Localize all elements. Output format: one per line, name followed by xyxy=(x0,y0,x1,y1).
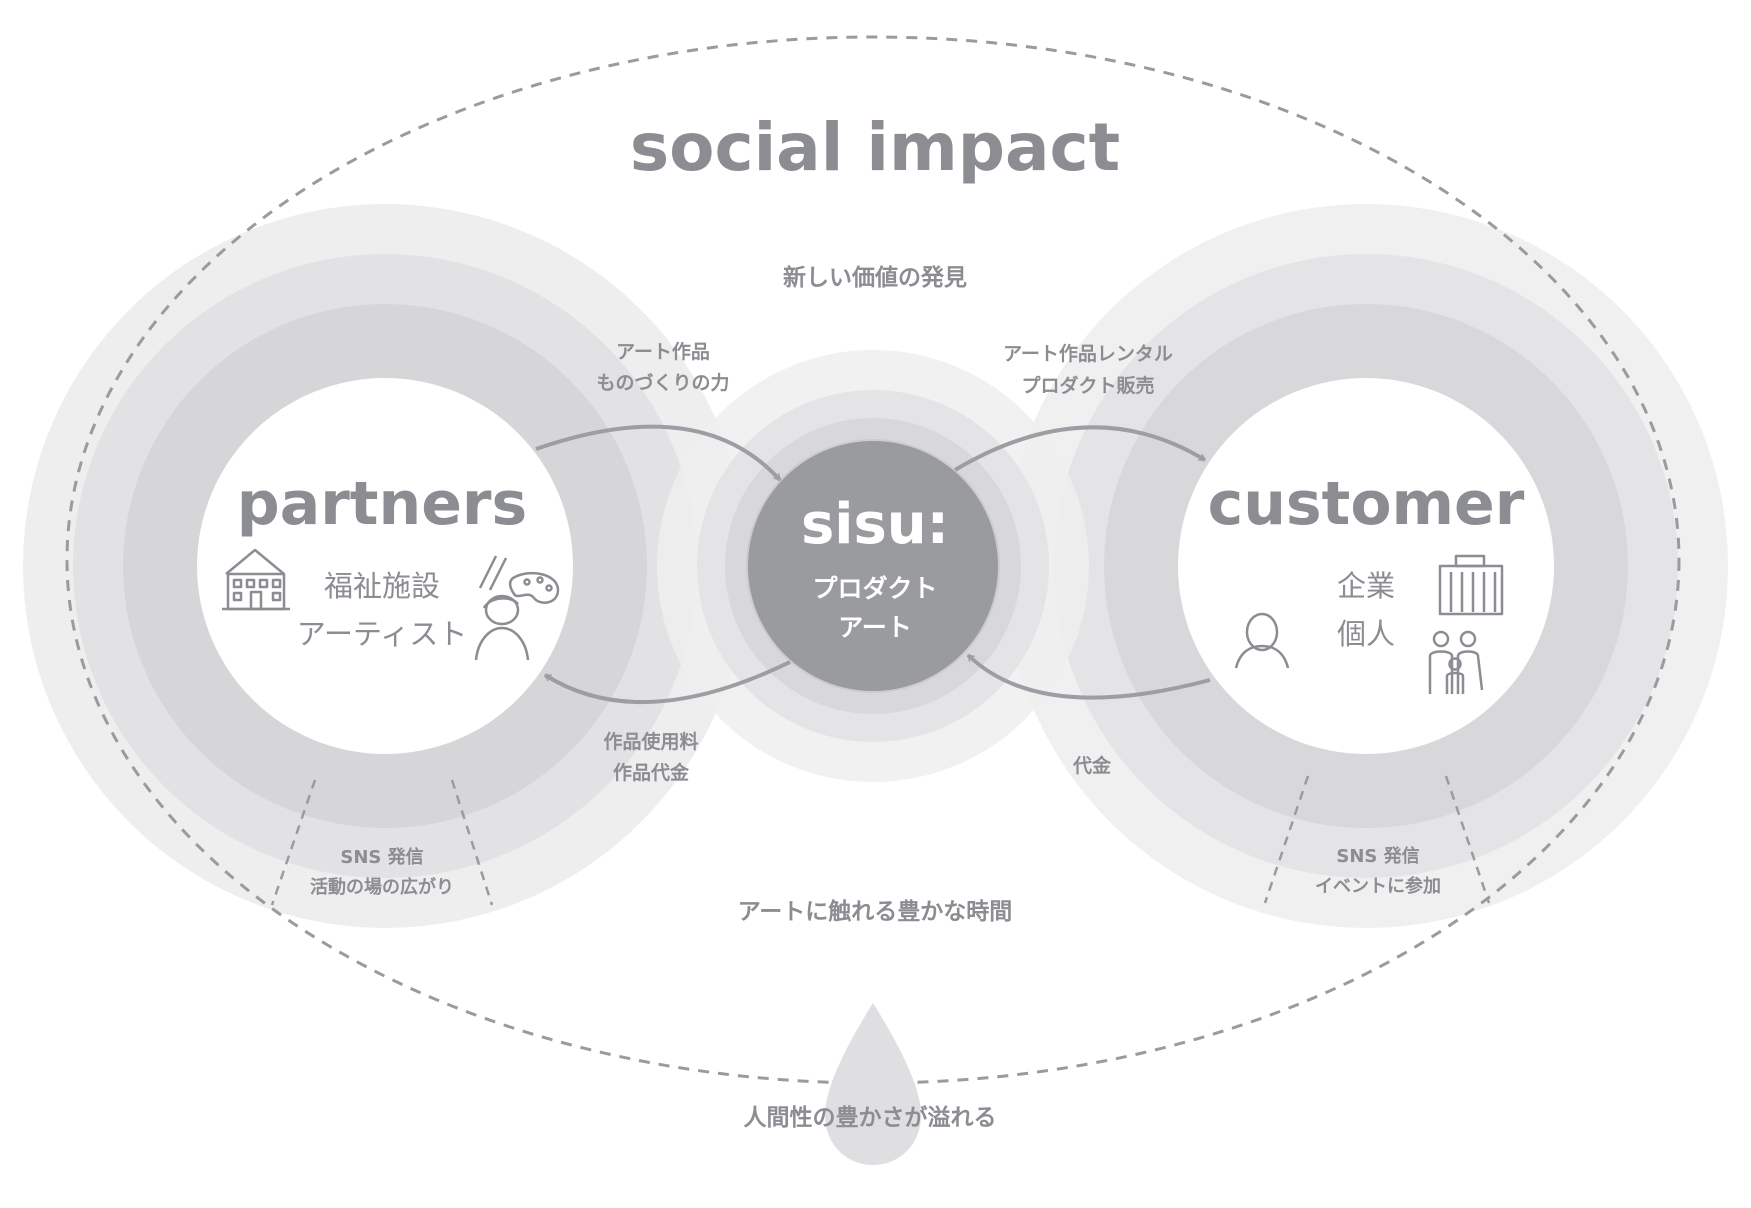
flow-label-line: アート作品レンタル xyxy=(1003,342,1173,365)
partners-line1: 福祉施設 xyxy=(324,569,440,603)
customer-title: customer xyxy=(1208,469,1525,539)
partners-circle xyxy=(197,378,573,754)
social-impact-boundary xyxy=(65,35,1681,1085)
drop-icon xyxy=(825,1003,921,1165)
flow-label-line: 作品使用料 xyxy=(603,730,698,753)
partners-outreach-label: SNS 発信 活動の場の広がり xyxy=(310,846,454,898)
customer-outreach-lines xyxy=(1263,775,1491,904)
flow-label-sisu-to-partners: 作品使用料 作品代金 xyxy=(603,730,698,784)
flow-label-line: ものづくりの力 xyxy=(596,371,729,394)
flow-label-partners-to-sisu: アート作品 ものづくりの力 xyxy=(596,340,729,394)
outreach-label-line: 活動の場の広がり xyxy=(310,876,454,898)
flow-label-customer-to-sisu: 代金 xyxy=(1072,754,1112,777)
arrow-customer-to-sisu xyxy=(966,653,1211,700)
bottom-caption: アートに触れる豊かな時間 xyxy=(738,898,1013,925)
flow-label-line: 代金 xyxy=(1072,754,1112,777)
flow-label-sisu-to-customer: アート作品レンタル プロダクト販売 xyxy=(1003,342,1173,397)
sisu-line2: アート xyxy=(838,613,912,642)
artist-icon xyxy=(474,594,530,661)
outreach-label-line: SNS 発信 xyxy=(340,846,423,868)
building-icon xyxy=(222,548,290,611)
flow-label-line: 作品代金 xyxy=(613,761,690,784)
person-icon xyxy=(1234,612,1290,669)
arrow-partners-to-sisu xyxy=(535,424,782,482)
sisu-line1: プロダクト xyxy=(812,574,937,603)
outreach-label-line: SNS 発信 xyxy=(1336,845,1419,867)
arrow-sisu-to-partners xyxy=(543,660,791,705)
outreach-label-line: イベントに参加 xyxy=(1315,875,1441,897)
partners-outreach-lines xyxy=(270,779,494,906)
partners-line2: アーティスト xyxy=(297,617,468,651)
flow-label-line: プロダクト販売 xyxy=(1021,374,1154,397)
customer-outreach-label: SNS 発信 イベントに参加 xyxy=(1315,845,1441,897)
sisu-title: sisu: xyxy=(801,492,949,557)
office-building-icon xyxy=(1438,554,1504,616)
flow-label-line: アート作品 xyxy=(616,340,710,363)
partners-title: partners xyxy=(237,469,527,539)
customer-line1: 企業 xyxy=(1337,569,1395,603)
brush-palette-icon xyxy=(478,555,560,604)
diagram-title: social impact xyxy=(630,109,1120,186)
sisu-circle xyxy=(748,441,998,691)
drop-caption: 人間性の豊かさが溢れる xyxy=(744,1104,997,1131)
family-icon xyxy=(1428,630,1484,694)
top-caption: 新しい価値の発見 xyxy=(783,264,967,291)
arrow-sisu-to-customer xyxy=(953,425,1207,472)
customer-line2: 個人 xyxy=(1337,617,1395,651)
